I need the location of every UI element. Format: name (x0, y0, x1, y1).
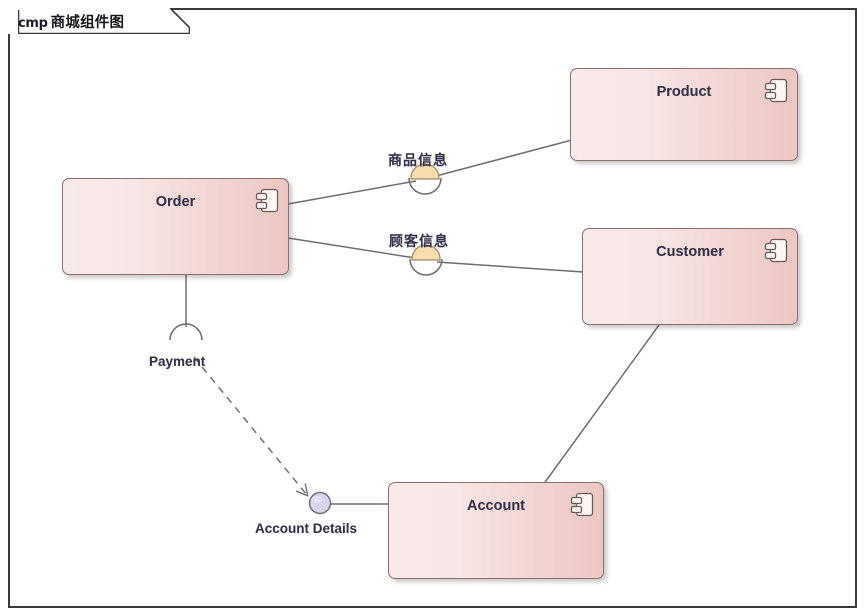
interface-label-customer-info: 顾客信息 (389, 234, 449, 250)
interface-label-payment: Payment (149, 354, 206, 369)
frame-tag-keyword: cmp (18, 15, 48, 31)
frame-tag-pentagon (18, 8, 190, 34)
component-icon (570, 492, 594, 517)
component-icon (764, 238, 788, 263)
component-account-label: Account (467, 498, 525, 514)
component-account[interactable]: Account (388, 482, 604, 579)
component-icon (255, 188, 279, 213)
component-icon (764, 78, 788, 103)
component-customer[interactable]: Customer (582, 228, 798, 325)
component-order-label: Order (155, 194, 196, 210)
interface-label-product-info: 商品信息 (388, 153, 448, 169)
frame-tag-title: 商城组件图 (50, 14, 125, 31)
interface-label-account-details: Account Details (255, 521, 358, 536)
component-order[interactable]: Order (62, 178, 289, 275)
component-customer-label: Customer (656, 244, 724, 260)
component-product-label: Product (656, 84, 712, 100)
component-product[interactable]: Product (570, 68, 798, 161)
